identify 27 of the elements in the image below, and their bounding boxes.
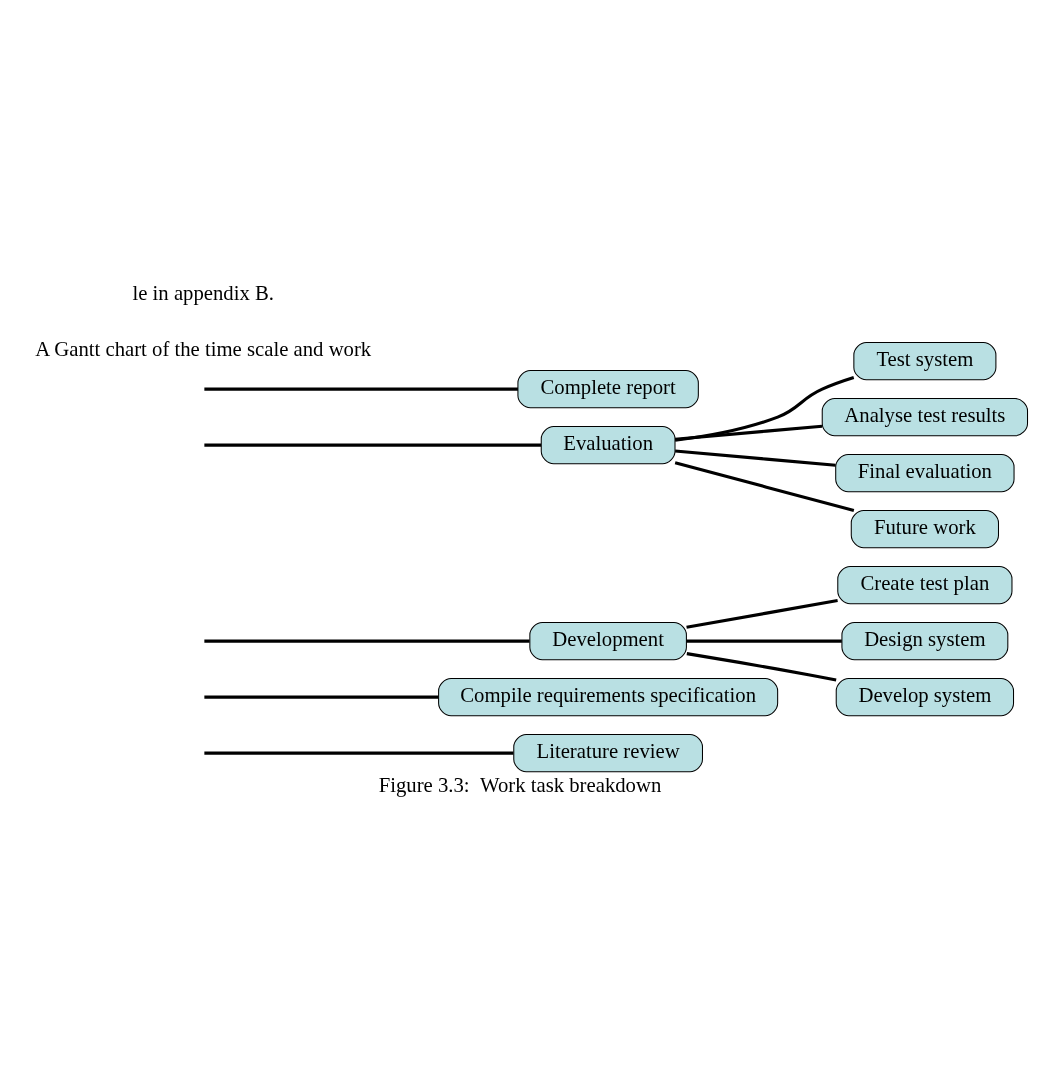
connector <box>204 639 530 643</box>
node-box: Future work <box>850 509 999 548</box>
node-box: Literature review <box>513 733 703 772</box>
connector <box>686 651 837 681</box>
connector <box>675 448 836 467</box>
node-box: Design system <box>841 621 1009 660</box>
node-box: Development <box>529 621 687 660</box>
caption: Figure 3.3: Work task breakdown <box>378 773 662 796</box>
connector <box>675 424 823 441</box>
connector <box>204 387 518 391</box>
node-box: Develop system <box>835 677 1015 716</box>
label: le in appendix B. <box>132 281 275 304</box>
node-box: Complete report <box>517 369 699 408</box>
node-box: Evaluation <box>540 425 676 464</box>
connector <box>686 639 842 643</box>
node-box: Compile requirements specification <box>438 677 779 716</box>
connector <box>674 460 855 512</box>
connector <box>686 598 838 629</box>
node-box: Final evaluation <box>835 453 1015 492</box>
connector <box>674 375 855 442</box>
connector <box>204 695 439 699</box>
node-box: Analyse test results <box>821 397 1029 436</box>
label: A Gantt chart of the time scale and work <box>35 337 372 360</box>
node-box: Test system <box>853 341 997 380</box>
connector <box>204 751 514 755</box>
connector <box>204 443 542 447</box>
node-box: Create test plan <box>837 565 1013 604</box>
